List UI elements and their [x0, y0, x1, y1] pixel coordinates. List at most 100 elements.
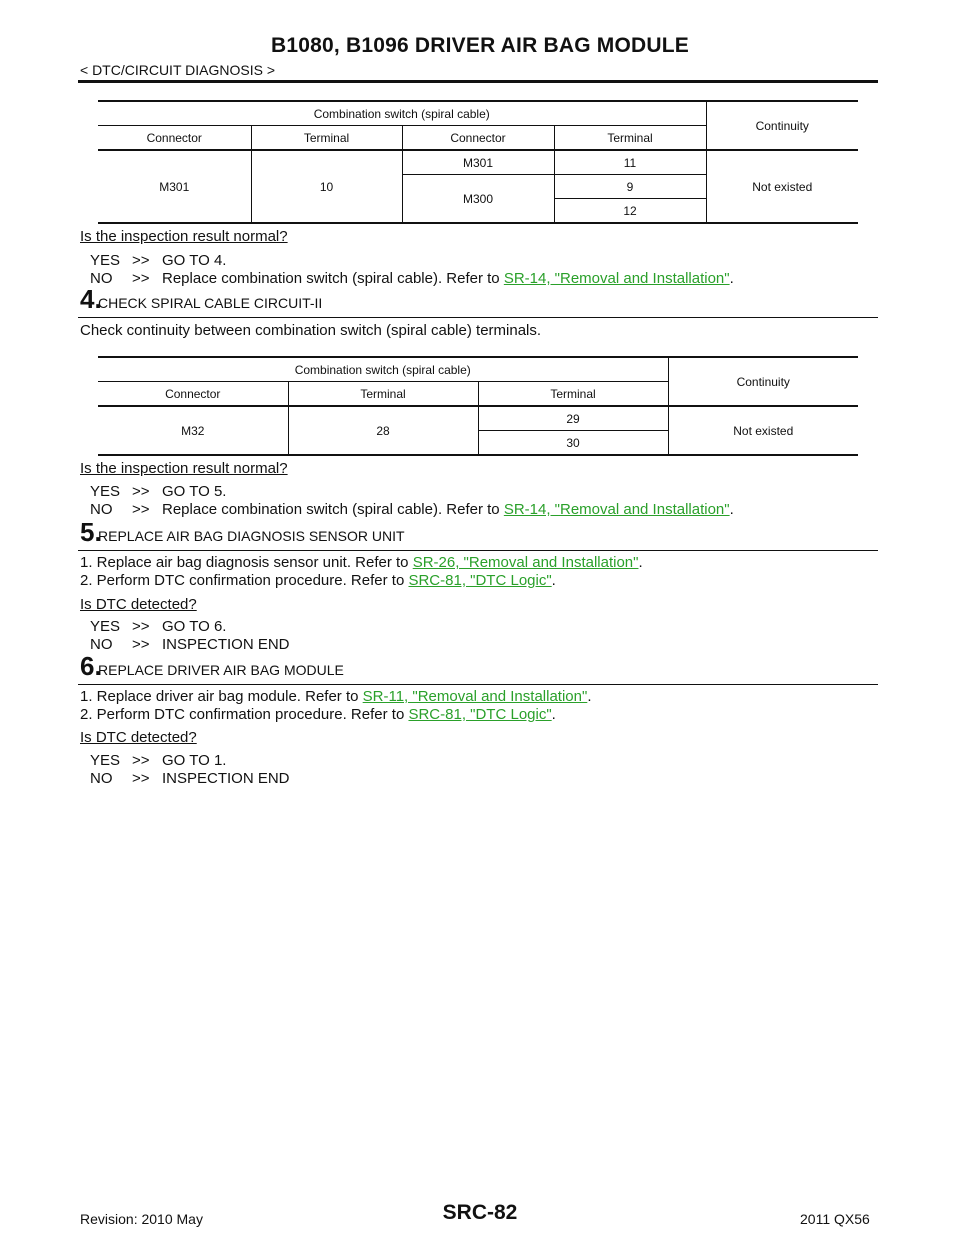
yes-action: GO TO 6. [162, 618, 227, 635]
period: . [729, 270, 734, 287]
page-number: SRC-82 [442, 1201, 518, 1224]
table1-to-terminal: 9 [554, 174, 707, 199]
no-label: NO [90, 270, 113, 287]
table-row: M300 9 [98, 174, 858, 224]
table2-connector: M32 [98, 406, 289, 456]
yes-action: GO TO 5. [162, 483, 227, 500]
table1-col-terminal: Terminal [554, 125, 707, 151]
link-src-81[interactable]: SRC-81, "DTC Logic" [408, 572, 552, 589]
table2-terminal: 28 [288, 406, 479, 456]
arrow-label: >> [132, 270, 150, 287]
no-label: NO [90, 501, 113, 518]
table2-continuity-header: Continuity [668, 356, 858, 407]
link-sr-14[interactable]: SR-14, "Removal and Installation" [503, 270, 730, 287]
yes-label: YES [90, 618, 121, 635]
period: . [551, 706, 556, 723]
arrow-label: >> [132, 252, 150, 269]
step-5-item-1: 1. Replace air bag diagnosis sensor unit… [80, 554, 643, 571]
continuity-table-2: Combination switch (spiral cable) Contin… [98, 356, 858, 456]
step-number: 4. [80, 284, 102, 314]
step-5-heading: 5. REPLACE AIR BAG DIAGNOSIS SENSOR UNIT [78, 516, 878, 551]
answer-no: NO >> INSPECTION END [90, 770, 290, 787]
page-title: B1080, B1096 DRIVER AIR BAG MODULE [271, 34, 689, 57]
header-divider [78, 80, 878, 83]
question-dtc-detected: Is DTC detected? [80, 596, 197, 613]
table1-continuity-header: Continuity [706, 100, 858, 151]
link-sr-14[interactable]: SR-14, "Removal and Installation" [503, 501, 730, 518]
step-title: REPLACE AIR BAG DIAGNOSIS SENSOR UNIT [98, 528, 405, 544]
breadcrumb: < DTC/CIRCUIT DIAGNOSIS > [80, 62, 275, 78]
step-4-heading: 4. CHECK SPIRAL CABLE CIRCUIT-II [78, 283, 878, 318]
arrow-label: >> [132, 618, 150, 635]
continuity-table-1: Combination switch (spiral cable) Contin… [98, 100, 858, 224]
table1-col-terminal: Terminal [251, 125, 403, 151]
answer-yes: YES >> GO TO 4. [90, 252, 226, 269]
model-label: 2011 QX56 [800, 1211, 870, 1227]
item-text: 1. Replace driver air bag module. Refer … [80, 688, 363, 705]
step-title: REPLACE DRIVER AIR BAG MODULE [98, 662, 344, 678]
link-src-81[interactable]: SRC-81, "DTC Logic" [408, 706, 552, 723]
table1-result: Not existed [706, 150, 858, 224]
step-6-heading: 6. REPLACE DRIVER AIR BAG MODULE [78, 650, 878, 685]
no-action: INSPECTION END [162, 770, 290, 787]
link-sr-11[interactable]: SR-11, "Removal and Installation" [362, 688, 588, 705]
answer-yes: YES >> GO TO 6. [90, 618, 226, 635]
table1-to-connector: M301 [402, 150, 555, 175]
period: . [587, 688, 592, 705]
table1-from-terminal: 10 [251, 150, 403, 224]
item-text: 2. Perform DTC confirmation procedure. R… [80, 706, 409, 723]
step-6-item-2: 2. Perform DTC confirmation procedure. R… [80, 706, 556, 723]
no-label: NO [90, 636, 113, 653]
revision-label: Revision: 2010 May [80, 1211, 203, 1227]
answer-no: NO >> Replace combination switch (spiral c… [90, 270, 734, 287]
step-4-instruction: Check continuity between combination swi… [80, 322, 542, 339]
arrow-label: >> [132, 483, 150, 500]
step-number: 5. [80, 517, 102, 547]
arrow-label: >> [132, 770, 150, 787]
arrow-label: >> [132, 752, 150, 769]
table2-col-connector: Connector [98, 381, 289, 407]
step-title: CHECK SPIRAL CABLE CIRCUIT-II [98, 295, 323, 311]
table-row: 30 [98, 430, 858, 456]
table1-col-connector: Connector [402, 125, 555, 151]
item-text: 1. Replace air bag diagnosis sensor unit… [80, 554, 413, 571]
table1-from-connector: M301 [98, 150, 252, 224]
yes-action: GO TO 1. [162, 752, 227, 769]
answer-no: NO>>Replace combination switch (spiral c… [90, 501, 734, 518]
arrow-label: >> [132, 636, 150, 653]
table1-to-terminal: 11 [554, 150, 707, 175]
step-number: 6. [80, 651, 102, 681]
table-row: M301 10 M301 11 Not existed [98, 150, 858, 224]
table2-to-terminal: 29 [478, 406, 669, 431]
table2-group-header: Combination switch (spiral cable) [98, 356, 669, 382]
table-row: M32 28 29 Not existed [98, 406, 858, 456]
no-action: Replace combination switch (spiral cable… [162, 270, 504, 287]
yes-label: YES [90, 483, 121, 500]
period: . [638, 554, 643, 571]
no-action: INSPECTION END [162, 636, 290, 653]
answer-no: NO >> INSPECTION END [90, 636, 290, 653]
table1-to-connector: M300 [402, 174, 555, 224]
answer-yes: YES >> GO TO 5. [90, 483, 226, 500]
table2-col-terminal: Terminal [478, 381, 669, 407]
no-action: Replace combination switch (spiral cable… [162, 501, 504, 518]
table-row: 12 [98, 198, 858, 224]
question-inspection-normal: Is the inspection result normal? [80, 460, 288, 477]
table2-col-terminal: Terminal [288, 381, 479, 407]
step-5-item-2: 2. Perform DTC confirmation procedure. R… [80, 572, 556, 589]
question-dtc-detected: Is DTC detected? [80, 729, 197, 746]
table1-to-terminal: 12 [554, 198, 707, 224]
yes-label: YES [90, 252, 121, 269]
table2-to-terminal: 30 [478, 430, 669, 456]
period: . [551, 572, 556, 589]
question-inspection-normal: Is the inspection result normal? [80, 228, 288, 245]
table1-group-header: Combination switch (spiral cable) [98, 100, 707, 126]
link-sr-26[interactable]: SR-26, "Removal and Installation" [412, 554, 639, 571]
yes-label: YES [90, 752, 121, 769]
step-6-item-1: 1. Replace driver air bag module. Refer … [80, 688, 591, 705]
no-label: NO [90, 770, 113, 787]
answer-yes: YES >> GO TO 1. [90, 752, 226, 769]
period: . [729, 501, 734, 518]
item-text: 2. Perform DTC confirmation procedure. R… [80, 572, 409, 589]
yes-action: GO TO 4. [162, 252, 227, 269]
